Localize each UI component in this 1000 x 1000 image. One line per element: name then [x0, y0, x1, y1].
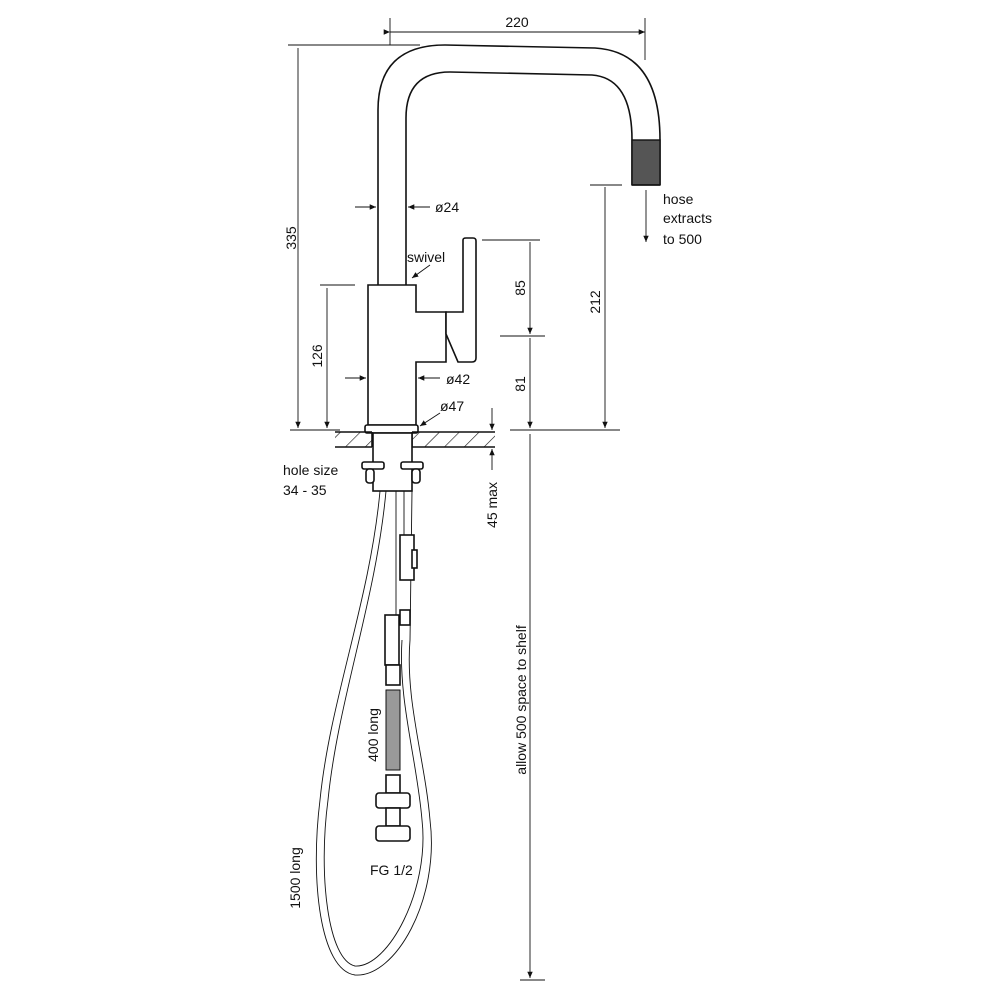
mounting-shank: [361, 432, 424, 492]
label-hose: hose: [663, 191, 694, 207]
dimension-lines: [288, 18, 649, 981]
dim-212: 212: [587, 290, 603, 314]
label-connection: FG 1/2: [370, 862, 413, 878]
base-ring: [364, 424, 419, 434]
benchtop: [335, 431, 495, 448]
dim-335: 335: [283, 226, 299, 250]
label-to-500: to 500: [663, 231, 702, 247]
dim-shelf-space: allow 500 space to shelf: [513, 625, 529, 775]
handle-lever: [445, 237, 477, 363]
flex-hose: [385, 689, 401, 771]
nozzle: [631, 139, 661, 186]
label-base-diameter: ø47: [440, 398, 464, 414]
dim-85: 85: [512, 280, 528, 296]
label-swivel: swivel: [407, 249, 445, 265]
dim-hose-length: 1500 long: [287, 847, 303, 909]
label-spout-diameter: ø24: [435, 199, 459, 215]
dim-220: 220: [505, 14, 529, 30]
label-extracts: extracts: [663, 210, 712, 226]
hoses: [315, 490, 432, 976]
dim-45-max: 45 max: [484, 482, 500, 528]
label-hole-size: hole size: [283, 462, 338, 478]
dim-flex-length: 400 long: [365, 708, 381, 762]
dim-81: 81: [512, 376, 528, 392]
label-hole-size-value: 34 - 35: [283, 482, 327, 498]
tap-body: [364, 237, 477, 434]
label-body-diameter: ø42: [446, 371, 470, 387]
dim-126: 126: [309, 344, 325, 368]
spout: [377, 44, 661, 285]
